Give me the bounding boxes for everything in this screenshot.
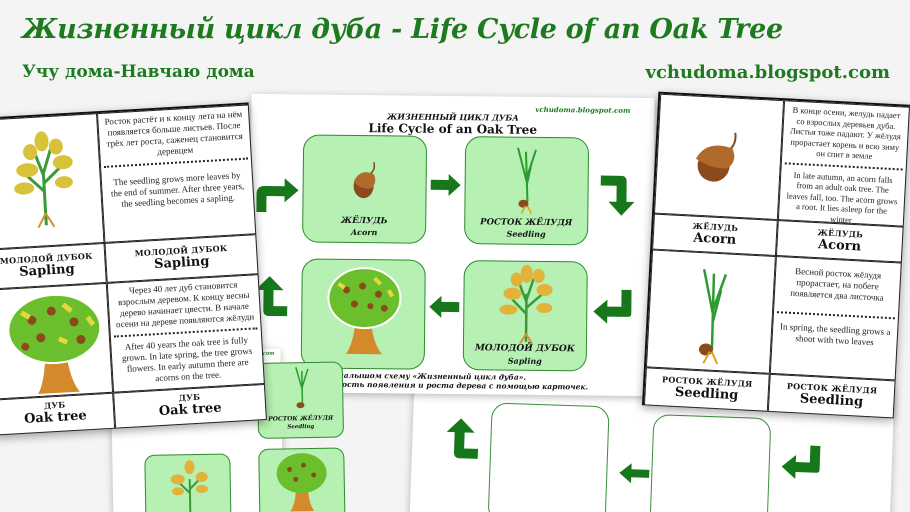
- seedling-image-cell: [645, 249, 776, 374]
- seedling-text-cell: Весной росток жёлудя прорастает, на побе…: [769, 255, 902, 381]
- sapling-icon: [14, 131, 73, 229]
- acorn-ru-text: В конце осени, желудь падает со взрослых…: [789, 104, 902, 161]
- right-cards-table: В конце осени, желудь падает со взрослых…: [641, 91, 910, 419]
- oak-tree-icon: [7, 293, 102, 395]
- oak-ru-text: Через 40 лет дуб становится взрослым дер…: [115, 279, 255, 330]
- small-tile-oak: [258, 447, 346, 512]
- arrow-up-turn-icon: [446, 418, 479, 459]
- small-tiles-sheet: vchudoma.blogspot.com ЖЁЛУДЬ Acorn РОСТО…: [110, 339, 346, 512]
- arrow-left-icon: [429, 295, 460, 318]
- sapling-en-text: The seedling grows more leaves by the en…: [110, 170, 245, 209]
- arrow-right-icon: [430, 173, 461, 196]
- seedling-icon: [517, 147, 537, 214]
- arrow-down-left-turn-icon: [593, 289, 632, 324]
- page-subtitle: Учу дома-Навчаю дома: [22, 62, 255, 82]
- tile-label-en: Seedling: [287, 423, 315, 431]
- sapling-image-cell: [0, 113, 105, 250]
- arrow-up-turn-icon: [255, 276, 288, 317]
- sapling-text-cell: Росток растёт и к концу лета на нём появ…: [96, 104, 257, 243]
- tile-label-en: Sapling: [507, 355, 542, 366]
- arrow-left-icon: [619, 463, 650, 484]
- tile-label-en: Seedling: [506, 228, 546, 239]
- oak-tree-icon: [327, 267, 402, 355]
- acorn-image-cell: [654, 93, 785, 221]
- oak-image-cell: [0, 282, 114, 400]
- arrow-up-right-turn-icon: [256, 178, 299, 213]
- seedling-icon: [698, 269, 728, 365]
- seedling-icon: [295, 367, 309, 409]
- life-cycle-sheet: vchudoma.blogspot.com ЖИЗНЕННЫЙ ЦИКЛ ДУБ…: [248, 93, 655, 397]
- arrow-down-left-turn-icon: [781, 445, 821, 480]
- tile-label-en: Acorn: [350, 226, 378, 238]
- tile-label-ru: РОСТОК ЖЁЛУДЯ: [480, 217, 573, 229]
- acorn-text-cell: В конце осени, желудь падает со взрослых…: [777, 100, 910, 227]
- sapling-label-cell: МОЛОДОЙ ДУБОК Sapling: [0, 242, 107, 290]
- empty-tile: [649, 414, 772, 512]
- tile-label-ru: МОЛОДОЙ ДУБОК: [474, 343, 576, 355]
- small-tile-sapling: [144, 453, 232, 512]
- seedling-en-text: In spring, the seedling grows a shoot wi…: [779, 321, 891, 348]
- tile-seedling: РОСТОК ЖЁЛУДЯ Seedling: [464, 136, 590, 246]
- empty-template-sheet: [409, 371, 895, 512]
- page-title: Жизненный цикл дуба - Life Cycle of an O…: [22, 14, 783, 45]
- sapling-ru-text: Росток растёт и к концу лета на нём появ…: [104, 108, 244, 157]
- sapling-icon: [170, 460, 208, 512]
- acorn-icon: [695, 132, 737, 182]
- left-cards-table: Росток растёт и к концу лета на нём появ…: [0, 102, 267, 436]
- acorn-icon: [353, 162, 376, 199]
- seedling-label-cell: РОСТОК ЖЁЛУДЯ Seedling: [643, 367, 770, 412]
- sapling-icon: [499, 264, 553, 345]
- seedling-label-cell: РОСТОК ЖЁЛУДЯ Seedling: [767, 373, 896, 419]
- oak-label-cell: ДУБ Oak tree: [0, 392, 116, 436]
- small-tile-seedling: РОСТОК ЖЁЛУДЯ Seedling: [256, 361, 345, 439]
- tile-sapling: МОЛОДОЙ ДУБОК Sapling: [462, 260, 588, 372]
- caption-line-2: ность появления и роста дерева с помощью…: [336, 379, 589, 392]
- tile-acorn: ЖЁЛУДЬ Acorn: [302, 134, 428, 244]
- oak-text-cell: Через 40 лет дуб становится взрослым дер…: [106, 274, 265, 393]
- seedling-ru-text: Весной росток жёлудя прорастает, на побе…: [789, 266, 884, 303]
- site-url: vchudoma.blogspot.com: [645, 62, 891, 83]
- tile-label-ru: РОСТОК ЖЁЛУДЯ: [268, 414, 334, 423]
- oak-en-text: After 40 years the oak tree is fully gro…: [121, 334, 253, 384]
- tile-oak-tree: [300, 258, 426, 370]
- arrow-right-down-turn-icon: [600, 175, 635, 216]
- oak-tree-icon: [276, 453, 327, 512]
- empty-tile: [487, 402, 610, 512]
- tile-label-ru: ЖЁЛУДЬ: [340, 215, 388, 227]
